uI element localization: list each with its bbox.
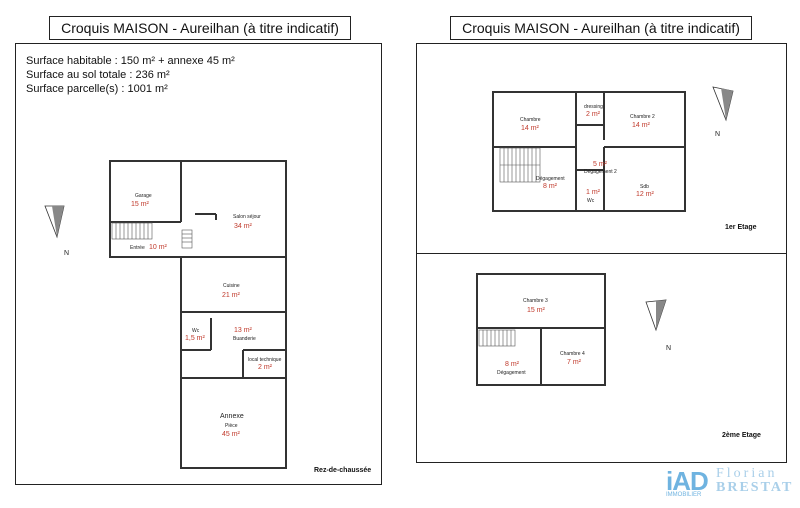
floor-label-1er: 1er Etage (725, 224, 757, 231)
left-panel (15, 43, 382, 485)
room-annexe-sub: Pièce (225, 423, 238, 429)
room-entree-name: Entrée (130, 245, 145, 251)
right-panel-title: Croquis MAISON - Aureilhan (à titre indi… (450, 16, 752, 40)
f2-chambre3-name: Chambre 3 (523, 298, 548, 304)
surface-info: Surface habitable : 150 m² + annexe 45 m… (26, 54, 235, 96)
f1-degagement2-name: Dégagement 2 (584, 169, 617, 175)
room-annexe-area: 45 m² (222, 431, 241, 438)
f2-degagement-name: Dégagement (497, 370, 526, 376)
floor-label-2eme: 2ème Etage (722, 432, 761, 439)
room-wc-area: 1,5 m² (185, 335, 206, 342)
room-salon-area: 34 m² (234, 223, 253, 230)
room-annexe-name: Annexe (220, 413, 244, 420)
f1-wc-name: Wc (587, 198, 595, 204)
room-buanderie-area: 13 m² (234, 327, 253, 334)
compass-n-label: N (715, 131, 720, 138)
f1-chambre2-area: 14 m² (632, 122, 651, 129)
logo-tagline: IMMOBILIER (666, 492, 702, 498)
f1-degagement2-area: 5 m² (593, 161, 608, 168)
compass-icon (44, 205, 65, 239)
room-local-name: local technique (248, 357, 282, 363)
f2-chambre3-area: 15 m² (527, 307, 546, 314)
surface-sol: Surface au sol totale : 236 m² (26, 69, 170, 81)
floor-label-rdc: Rez-de-chaussée (314, 467, 372, 474)
room-garage-area: 15 m² (131, 201, 150, 208)
rdc-upper-block (109, 160, 287, 258)
f1-sdb-area: 12 m² (636, 191, 655, 198)
f1-wc-area: 1 m² (586, 189, 601, 196)
iad-logo: iAD Florian BRESTAT IMMOBILIER (666, 466, 791, 500)
f2-chambre4-name: Chambre 4 (560, 351, 585, 357)
stairs (111, 147, 541, 347)
compass-icon (712, 86, 734, 122)
compass-icon (645, 299, 667, 332)
compass-n-label: N (64, 250, 69, 257)
f2-degagement-area: 8 m² (505, 361, 520, 368)
f1-dressing-name: dressing (584, 104, 603, 110)
f1-degagement-name: Dégagement (536, 176, 565, 182)
room-buanderie-name: Buanderie (233, 336, 256, 342)
room-salon-name: Salon séjour (233, 214, 261, 220)
f1-chambre-area: 14 m² (521, 125, 540, 132)
room-local-area: 2 m² (258, 364, 273, 371)
right-panel-divider (416, 253, 786, 254)
logo-name-first: Florian (716, 466, 778, 481)
f1-chambre-name: Chambre (520, 117, 541, 123)
f1-dressing-area: 2 m² (586, 111, 601, 118)
compass-n-label: N (666, 345, 671, 352)
logo-brand: iAD (666, 466, 709, 496)
room-wc-name: Wc (192, 328, 200, 334)
f1-sdb-name: Sdb (640, 184, 649, 190)
room-entree-area: 10 m² (149, 244, 168, 251)
logo-name-last: BRESTAT (716, 480, 794, 495)
room-cuisine-area: 21 m² (222, 292, 241, 299)
left-panel-title: Croquis MAISON - Aureilhan (à titre indi… (49, 16, 351, 40)
room-garage-name: Garage (135, 193, 152, 199)
f1-chambre2-name: Chambre 2 (630, 114, 655, 120)
surface-habitable: Surface habitable : 150 m² + annexe 45 m… (26, 55, 235, 67)
room-cuisine-name: Cuisine (223, 283, 240, 289)
rdc-lower-block (180, 256, 287, 469)
f1-degagement-area: 8 m² (543, 183, 558, 190)
surface-parcelle: Surface parcelle(s) : 1001 m² (26, 83, 168, 95)
f2-chambre4-area: 7 m² (567, 359, 582, 366)
floor1-outline (492, 91, 686, 212)
